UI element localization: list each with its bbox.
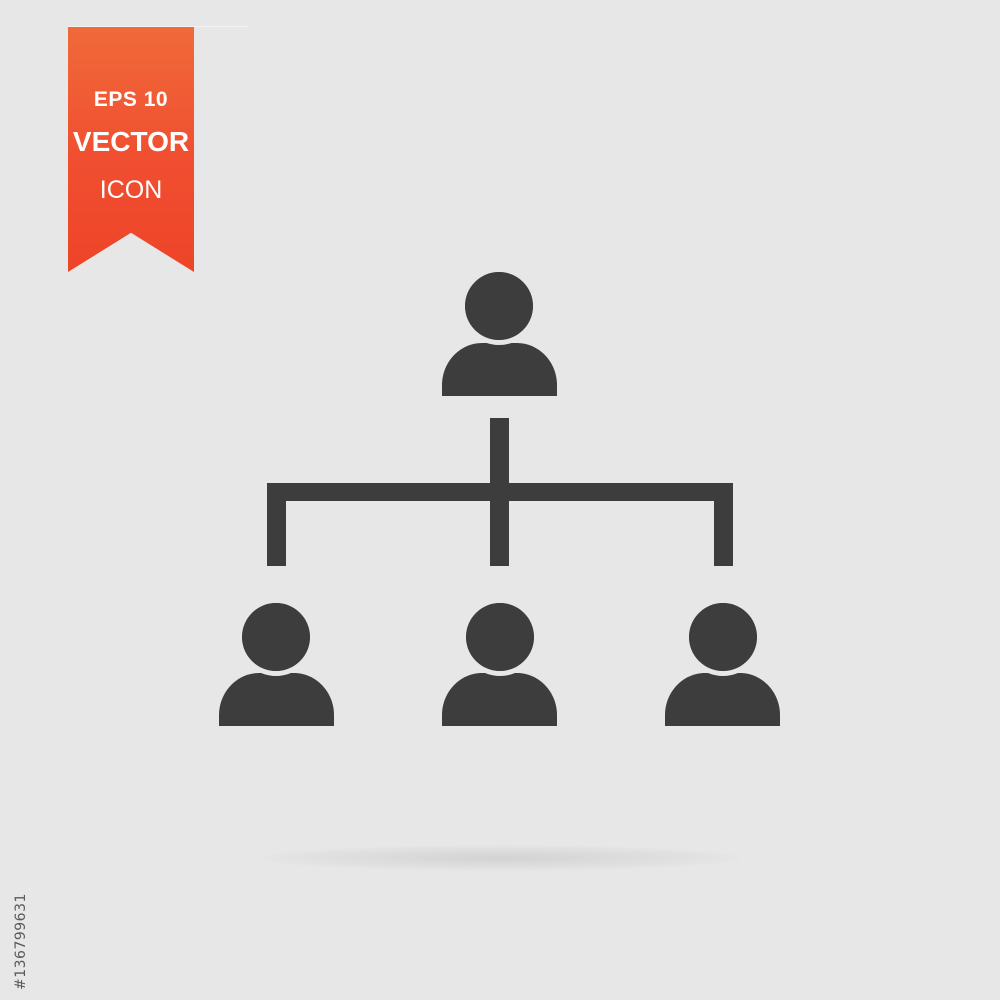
stock-id-vertical-text: #136799631 [11,770,35,1000]
bottom-center-person-body [442,673,557,726]
bottom-right-person-body [665,673,780,726]
bottom-left-person-body [219,673,334,726]
connector-left-vertical [267,483,286,566]
eps-vector-ribbon-badge: EPS 10 VECTOR ICON [68,27,194,272]
badge-line-vector: VECTOR [72,126,190,157]
connector-right-vertical [714,483,733,566]
ribbon-top-line [68,26,248,27]
connector-lines [267,418,733,566]
badge-line-eps: EPS 10 [93,88,169,111]
stock-id-label: #136799631 [13,893,29,990]
connector-horizontal [267,483,733,501]
top-person-body [442,343,557,396]
badge-line-icon: ICON [99,176,163,204]
icon-ground-shadow [260,845,740,871]
